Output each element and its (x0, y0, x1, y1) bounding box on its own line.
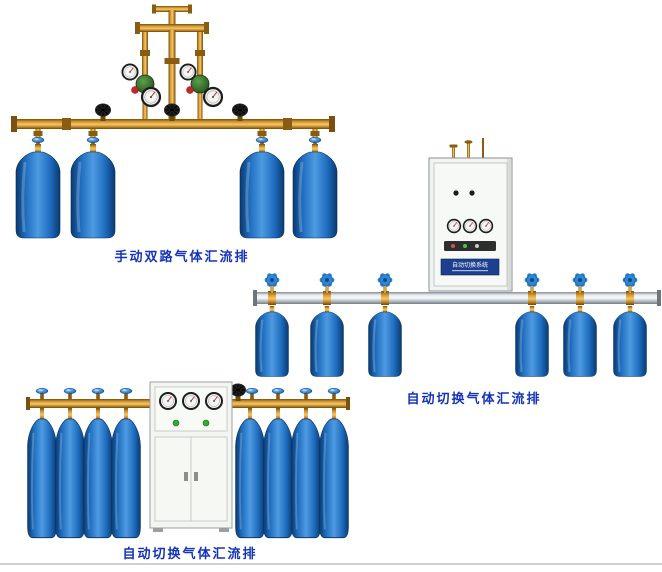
pressure-regulator-right (179, 32, 224, 119)
valve-flower-knob (572, 272, 588, 288)
cylinder-valve-knob (119, 387, 133, 400)
pressure-gauge (121, 63, 139, 81)
valve-flower-knob (377, 272, 393, 288)
gas-cylinder (55, 408, 84, 538)
gas-cylinder (83, 408, 112, 538)
caption-manual-dual-manifold: 手动双路气体汇流排 (114, 250, 250, 265)
cylinder-valve-knob (63, 387, 77, 400)
bottom-divider (0, 563, 662, 565)
cabinet-panel-text: 自动切换系统 (452, 261, 488, 269)
caption-auto-switch-bottom: 自动切换气体汇流排 (122, 547, 258, 562)
cylinder-valve-knob (271, 387, 285, 400)
gas-cylinder (291, 142, 339, 240)
gas-cylinder (319, 408, 348, 538)
pressure-gauge (159, 392, 177, 410)
gas-cylinder (263, 408, 292, 538)
pressure-gauge (462, 218, 478, 234)
auto-switch-manifold-right-illustration: 自动切换系统 (253, 138, 661, 378)
cylinder-stations (254, 272, 648, 378)
gas-cylinder (309, 304, 345, 378)
pressure-gauge (182, 392, 200, 410)
gas-cylinder (111, 408, 140, 538)
pressure-gauge (446, 218, 462, 234)
cylinder-valve-knob (245, 387, 259, 400)
gas-cylinder (254, 304, 290, 378)
cylinder-valve-knob (327, 387, 341, 400)
valve-handwheel (163, 103, 181, 122)
gas-cylinder (27, 408, 56, 538)
pressure-regulator-left (121, 32, 162, 119)
manifold-top-assembly (135, 4, 209, 119)
cylinder-valve-knob (91, 387, 105, 400)
cylinder-risers (33, 129, 320, 141)
manual-dual-manifold-illustration (11, 4, 339, 240)
valve-handwheel (94, 103, 112, 122)
gas-cylinder (612, 304, 648, 378)
gas-cylinder (291, 408, 320, 538)
aluminum-manifold-pipe (253, 290, 661, 306)
gas-cylinder (367, 304, 403, 378)
valve-flower-knob (524, 272, 540, 288)
caption-auto-switch-right: 自动切换气体汇流排 (406, 392, 542, 407)
valve-flower-knob (622, 272, 638, 288)
gas-cylinder (514, 304, 550, 378)
pressure-gauge (140, 86, 162, 108)
valve-flower-knob (319, 272, 335, 288)
pressure-gauge (202, 86, 224, 108)
gas-cylinder (69, 142, 117, 240)
cylinder-valve-knob (299, 387, 313, 400)
valve-handwheel (231, 103, 249, 122)
manifold-main-pipe (11, 116, 335, 132)
gas-cylinder (562, 304, 598, 378)
gas-cylinder (235, 408, 264, 538)
gas-cylinder (238, 142, 286, 240)
gas-cylinder (14, 142, 62, 240)
cylinder-valve-knob (35, 387, 49, 400)
auto-switch-manifold-bottom-illustration (26, 381, 350, 538)
pressure-gauge (478, 218, 494, 234)
control-cabinet: 自动切换系统 (428, 138, 513, 292)
pressure-gauge (205, 392, 223, 410)
pressure-gauge (179, 63, 197, 81)
valve-flower-knob (264, 272, 280, 288)
control-cabinet (149, 381, 233, 532)
